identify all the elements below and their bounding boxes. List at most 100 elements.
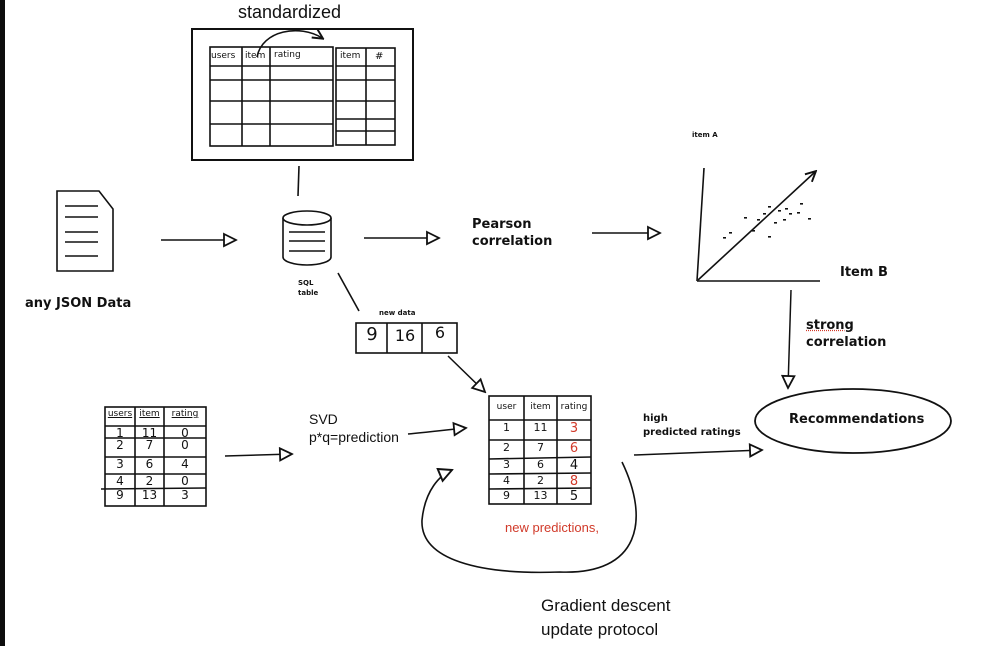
std-side-header-item: item bbox=[340, 51, 361, 61]
scatter-point bbox=[763, 213, 766, 215]
input-table-cell: 7 bbox=[145, 438, 154, 452]
high-label-1: high bbox=[643, 413, 668, 424]
pearson-label-2: correlation bbox=[472, 234, 553, 249]
input-table-cell: 3 bbox=[181, 488, 189, 502]
strong-label-2: correlation bbox=[806, 335, 887, 350]
trend-arrow bbox=[697, 172, 815, 281]
prediction-rating-cell: 8 bbox=[569, 474, 579, 489]
prediction-table-header: rating bbox=[560, 402, 588, 412]
frame-to-db-line bbox=[297, 165, 300, 197]
input-table-header: item bbox=[139, 409, 160, 419]
input-table-cell: 13 bbox=[141, 488, 158, 502]
scatter-point bbox=[723, 237, 726, 239]
gradient-descent-label-1: Gradient descent bbox=[541, 596, 671, 615]
prediction-table-cell: 2 bbox=[537, 474, 544, 487]
gradient-descent-label-2: update protocol bbox=[541, 620, 659, 639]
new-data-box bbox=[355, 322, 458, 354]
scatter-point bbox=[800, 203, 803, 205]
scatter-point bbox=[744, 217, 747, 219]
item-map-arrow bbox=[256, 31, 322, 58]
scatter-point bbox=[752, 230, 755, 232]
new-data-label: new data bbox=[379, 309, 416, 317]
prediction-rating-cell: 4 bbox=[569, 458, 579, 473]
scatter-point bbox=[757, 219, 760, 221]
input-table-cell: 4 bbox=[181, 457, 189, 471]
input-table-cell: 9 bbox=[116, 488, 124, 502]
new-data-value: 9 bbox=[366, 324, 378, 345]
json-source-label: any JSON Data bbox=[25, 296, 132, 311]
input-to-svd-arrow bbox=[224, 454, 292, 456]
input-table-cell: 1 bbox=[116, 426, 124, 440]
scatter-points bbox=[723, 203, 811, 239]
scatter-point bbox=[729, 232, 732, 234]
sql-label-1: SQL bbox=[298, 279, 314, 287]
prediction-table-cell: 13 bbox=[533, 489, 548, 502]
scatter-point bbox=[774, 222, 777, 224]
predictions-to-recommendations-arrow bbox=[633, 450, 762, 455]
prediction-rating-cell: 3 bbox=[569, 421, 579, 436]
scatter-to-recommendations-arrow bbox=[788, 289, 791, 388]
scatter-point bbox=[783, 219, 786, 221]
std-header-rating: rating bbox=[274, 50, 301, 60]
strong-label-1: strong bbox=[806, 318, 854, 333]
input-table-cell: 0 bbox=[181, 426, 189, 440]
database-icon bbox=[282, 210, 332, 266]
input-table-cell: 0 bbox=[181, 438, 189, 452]
prediction-rating-cell: 5 bbox=[569, 489, 579, 504]
input-table-cell: 3 bbox=[116, 457, 124, 471]
scatter-point bbox=[789, 213, 792, 215]
input-table-header: rating bbox=[171, 409, 199, 419]
recommendations-ellipse bbox=[754, 388, 952, 454]
prediction-table-cell: 1 bbox=[503, 421, 510, 434]
gradient-descent-loop bbox=[421, 461, 637, 574]
standardized-title: standardized bbox=[238, 2, 342, 22]
prediction-table-cell: 4 bbox=[503, 474, 510, 487]
std-side-header-count: # bbox=[375, 51, 384, 62]
scatter-point bbox=[768, 206, 771, 208]
scatter-y-label: item A bbox=[692, 131, 718, 139]
prediction-table-cell: 11 bbox=[533, 421, 548, 434]
scatter-point bbox=[768, 236, 771, 238]
prediction-table-header: user bbox=[496, 402, 517, 412]
input-table-cell: 6 bbox=[145, 457, 154, 471]
scatter-point bbox=[808, 218, 811, 220]
left-edge-strip bbox=[0, 0, 5, 646]
scatter-axes bbox=[696, 167, 820, 282]
svd-formula: p*q=prediction bbox=[309, 429, 399, 445]
input-table-cell: 11 bbox=[141, 426, 158, 440]
input-table-cell: 2 bbox=[116, 438, 124, 452]
recommendations-label: Recommendations bbox=[789, 412, 925, 427]
input-table-cell: 4 bbox=[116, 474, 124, 488]
high-label-2: predicted ratings bbox=[643, 427, 741, 438]
svd-to-predictions-arrow bbox=[407, 428, 466, 434]
standardized-main-table bbox=[209, 46, 334, 147]
input-table-header: users bbox=[107, 409, 133, 419]
prediction-table-grid bbox=[488, 395, 592, 505]
pearson-label-1: Pearson bbox=[472, 217, 532, 232]
prediction-table-cell: 2 bbox=[503, 441, 510, 454]
standardized-side-table bbox=[335, 47, 396, 146]
std-header-item: item bbox=[245, 51, 266, 61]
scatter-x-label: Item B bbox=[840, 265, 888, 280]
db-to-newdata-line bbox=[337, 272, 360, 312]
std-header-users: users bbox=[211, 51, 236, 61]
input-table-grid bbox=[100, 406, 207, 507]
scatter-point bbox=[797, 212, 800, 214]
prediction-table-cell: 6 bbox=[537, 458, 544, 471]
input-table-cell: 2 bbox=[145, 474, 154, 488]
input-table-cell: 0 bbox=[181, 474, 189, 488]
newdata-to-predictions-arrow bbox=[447, 355, 485, 392]
prediction-table-header: item bbox=[530, 402, 551, 412]
new-predictions-label: new predictions, bbox=[505, 520, 599, 535]
standardized-frame bbox=[191, 28, 414, 161]
sql-label-2: table bbox=[298, 289, 319, 297]
new-data-value: 6 bbox=[434, 323, 446, 342]
prediction-table-cell: 9 bbox=[503, 489, 510, 502]
new-data-value: 16 bbox=[394, 326, 416, 345]
document-icon bbox=[56, 190, 114, 272]
prediction-rating-cell: 6 bbox=[569, 441, 579, 456]
scatter-point bbox=[778, 210, 781, 212]
prediction-table-cell: 7 bbox=[537, 441, 544, 454]
scatter-point bbox=[785, 208, 788, 210]
